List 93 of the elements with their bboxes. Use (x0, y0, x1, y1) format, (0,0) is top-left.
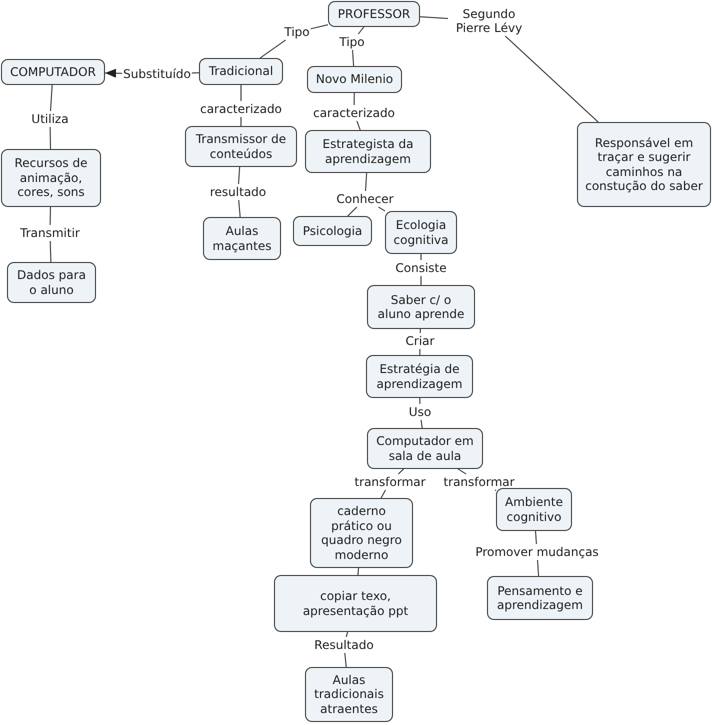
concept-label: Ambiente cognitivo (504, 495, 564, 524)
concept-box (367, 428, 483, 469)
connector-line (420, 254, 422, 260)
concept-label: Estrategista da aprendizagem (322, 137, 414, 166)
concept-label: Saber c/ o aluno aprende (376, 292, 466, 322)
connector-line (420, 16, 448, 19)
connector-line (356, 120, 361, 130)
connector-line (420, 328, 421, 334)
concept-label: Dados para o aluno (16, 268, 87, 297)
connector-line (494, 490, 496, 491)
concept-label: Aulas tradicionais atraentes (313, 672, 385, 716)
concept-label: COMPUTADOR (10, 64, 96, 80)
concept-box (385, 211, 457, 254)
concept-box (293, 216, 372, 246)
concept-label: caderno prático ou quadro negro moderno (320, 504, 403, 562)
concept-label: Recursos de animação, cores, sons (14, 156, 88, 200)
concept-label: Novo Milenio (316, 72, 394, 87)
connector-line (191, 72, 200, 74)
concept-box (1, 149, 101, 207)
concept-box (199, 58, 283, 85)
linking-phrase: Transmitir (20, 226, 80, 240)
connector-line (50, 126, 51, 150)
concept-box (496, 488, 572, 531)
linking-phrase: Consiste (395, 261, 447, 275)
connector-line (358, 26, 364, 34)
connector-line (535, 530, 537, 544)
connector-line (365, 172, 368, 192)
linking-phrase: transformar (443, 475, 515, 489)
concept-box (274, 575, 437, 632)
concept-box (310, 498, 413, 568)
linking-phrase: Segundo Pierre Lévy (449, 7, 529, 35)
connector-line (240, 84, 242, 102)
connector-line (260, 40, 286, 58)
connector-line (50, 84, 53, 112)
arrow (104, 68, 123, 78)
connector-line (354, 92, 355, 106)
concept-label: Tradicional (208, 64, 274, 79)
connector-line (420, 420, 423, 428)
linking-phrase: Resultado (314, 638, 374, 652)
connector-line (504, 36, 599, 122)
concept-label: Aulas maçantes (212, 224, 272, 253)
linking-phrase: Promover mudanças (475, 545, 599, 559)
concept-label: copiar texo, apresentação ppt (302, 589, 410, 618)
concept-label: Psicologia (302, 224, 362, 238)
connector-line (240, 116, 242, 126)
connector-line (50, 240, 52, 262)
concept-label: Transmissor de conteúdos (194, 132, 288, 161)
concept-box (367, 285, 475, 329)
concept-box (185, 126, 297, 167)
concept-box (577, 122, 711, 207)
concept-box (203, 217, 281, 260)
concept-label: PROFESSOR (338, 6, 410, 22)
concept-box (1, 59, 105, 85)
concept-box (328, 1, 420, 27)
connector-line (352, 50, 354, 66)
connector-line (346, 632, 348, 638)
concept-label: Pensamento e aprendizagem (496, 584, 584, 612)
connector-line (458, 468, 467, 474)
linking-phrase: resultado (210, 185, 266, 199)
connector-line (378, 206, 386, 212)
linking-phrase: Tipo (339, 35, 365, 49)
connector-line (357, 568, 360, 576)
linking-phrase: caracterizado (313, 106, 395, 120)
concept-box (487, 576, 593, 620)
concept-box (305, 667, 393, 722)
concept-label: Estratégia de aprendizagem (376, 362, 464, 391)
connector-line (238, 166, 240, 184)
concept-label: Responsável em traçar e sugerir caminhos na constução do saber (584, 136, 704, 194)
linking-phrase: transformar (354, 475, 426, 489)
linking-phrase: Substituído (123, 67, 191, 81)
connector-line (310, 24, 328, 30)
concept-label: Computador em sala de aula (375, 434, 475, 463)
concept-box (7, 262, 96, 303)
connector-line (50, 206, 51, 226)
connector-line (419, 348, 420, 356)
linking-phrase: caracterizado (200, 102, 282, 116)
concept-box (305, 130, 431, 173)
connector-line (238, 200, 241, 218)
concept-label: Ecologia cognitiva (392, 218, 450, 247)
linking-phrase: Uso (408, 405, 432, 419)
concept-box (307, 66, 402, 93)
concept-box (366, 355, 473, 398)
connector-line (380, 490, 386, 498)
linking-phrase: Criar (406, 334, 434, 348)
connector-line (347, 206, 358, 216)
connector-line (537, 560, 540, 576)
linking-phrase: Tipo (284, 25, 310, 39)
connector-line (398, 468, 404, 474)
connector-line (420, 276, 422, 286)
linking-phrase: Utiliza (31, 112, 69, 126)
connector-line (419, 398, 420, 404)
connector-line (344, 652, 347, 668)
linking-phrase: Conhecer (336, 192, 394, 206)
